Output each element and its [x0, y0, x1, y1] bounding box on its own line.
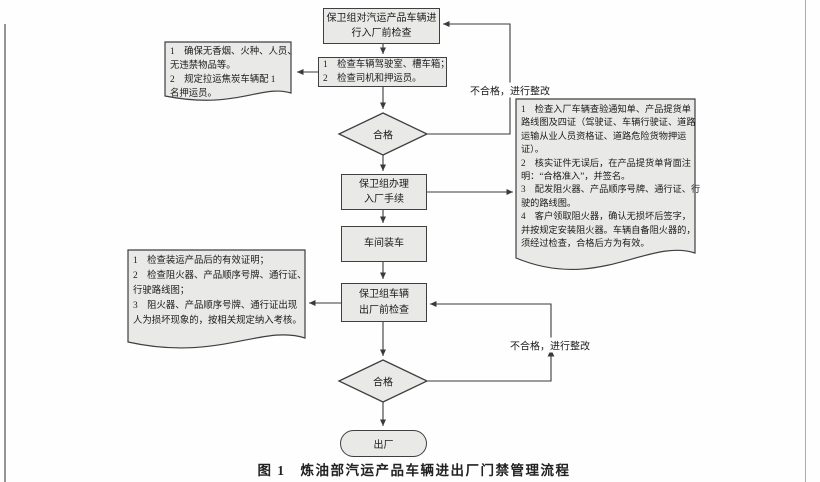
- exit-note-text: 1 检查装运产品后的有效证明； 2 检查阻火器、产品顺序号牌、通行证、 行驶路线…: [133, 256, 307, 326]
- entry-procedure-line1: 保卫组办理: [359, 178, 409, 190]
- vehicle-check-line1: 1 检查车辆驾驶室、槽车箱；: [323, 60, 450, 70]
- feedback1-label: 不合格，进行整改: [468, 82, 552, 98]
- vehicle-check-box: 1 检查车辆驾驶室、槽车箱； 2 检查司机和押运员。: [318, 57, 450, 87]
- page-edge-right: [805, 0, 806, 482]
- procedure-note-shape: [515, 98, 696, 271]
- exit-terminator: 出厂: [340, 430, 427, 457]
- decision2-label: 合格: [373, 377, 393, 389]
- feedback2-mid-arrowhead: [547, 349, 555, 357]
- feedback-loop-1: [427, 21, 511, 135]
- entry-note-shape: [164, 41, 292, 101]
- entry-procedure-line2: 入厂手续: [364, 194, 404, 205]
- loading-label: 车间装车: [364, 238, 404, 250]
- exit-note-shape: [127, 249, 306, 349]
- exit-terminator-label: 出厂: [373, 440, 394, 451]
- loading-box: 车间装车: [341, 226, 427, 262]
- decision2-diamond: [337, 359, 429, 403]
- procedure-note-text: 1 检查入厂车辆查验通知单、产品提货单 路线图及四证（驾驶证、车辆行驶证、道路 …: [521, 104, 701, 249]
- page-edge-left: [4, 24, 6, 482]
- entry-note-text: 1 确保无香烟、火种、人员、 无违禁物品等。 2 规定拉运焦炭车辆配 1 名押运…: [170, 47, 297, 99]
- feedback2-label: 不合格，进行整改: [508, 337, 592, 353]
- entry-check-box: 保卫组对汽运产品车辆进 行入厂前检查: [323, 8, 440, 44]
- entry-procedure-box: 保卫组办理 入厂手续: [341, 174, 427, 210]
- figure-caption: 图 1 炼油部汽运产品车辆进出厂门禁管理流程: [257, 463, 571, 478]
- entry-check-line1: 保卫组对汽运产品车辆进: [326, 12, 437, 24]
- vehicle-check-line2: 2 检查司机和押运员。: [323, 74, 422, 84]
- decision1-diamond: [337, 112, 429, 156]
- exit-check-line1: 保卫组车辆: [359, 289, 409, 300]
- entry-check-line2: 行入厂前检查: [351, 28, 412, 39]
- exit-check-box: 保卫组车辆 出厂前检查: [341, 283, 427, 322]
- decision1-label: 合格: [373, 130, 393, 142]
- exit-check-line2: 出厂前检查: [359, 304, 409, 316]
